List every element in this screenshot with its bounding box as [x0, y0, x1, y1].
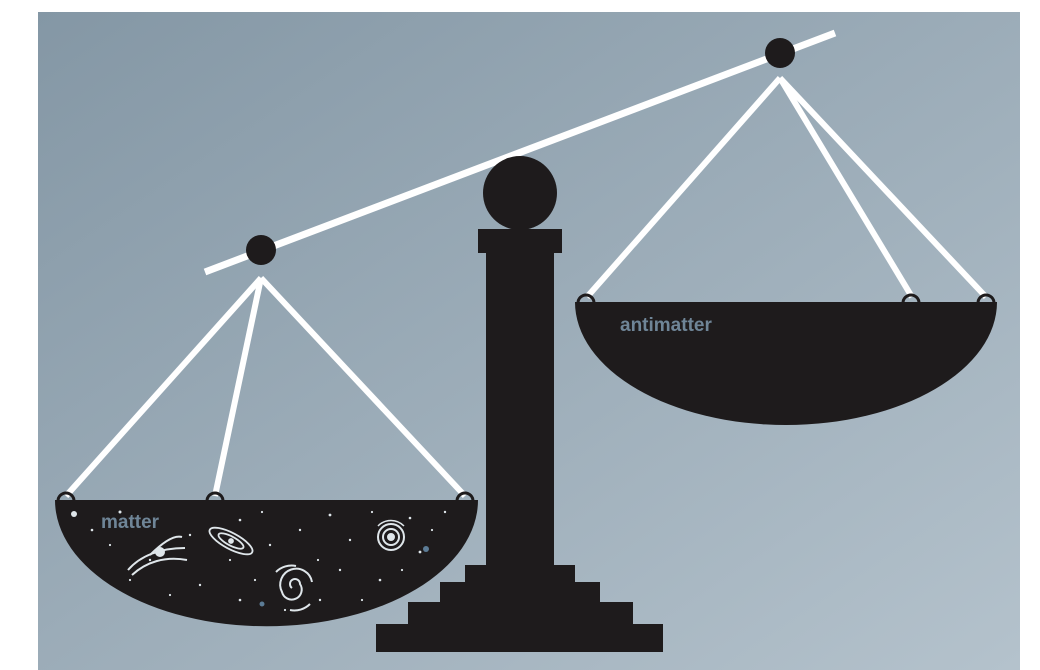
blue-star [260, 602, 265, 607]
left-pivot-knob [246, 235, 276, 265]
matter-label: matter [101, 512, 160, 533]
antimatter-label: antimatter [620, 315, 712, 336]
blue-star [423, 546, 429, 552]
right-pivot-knob [765, 38, 795, 68]
